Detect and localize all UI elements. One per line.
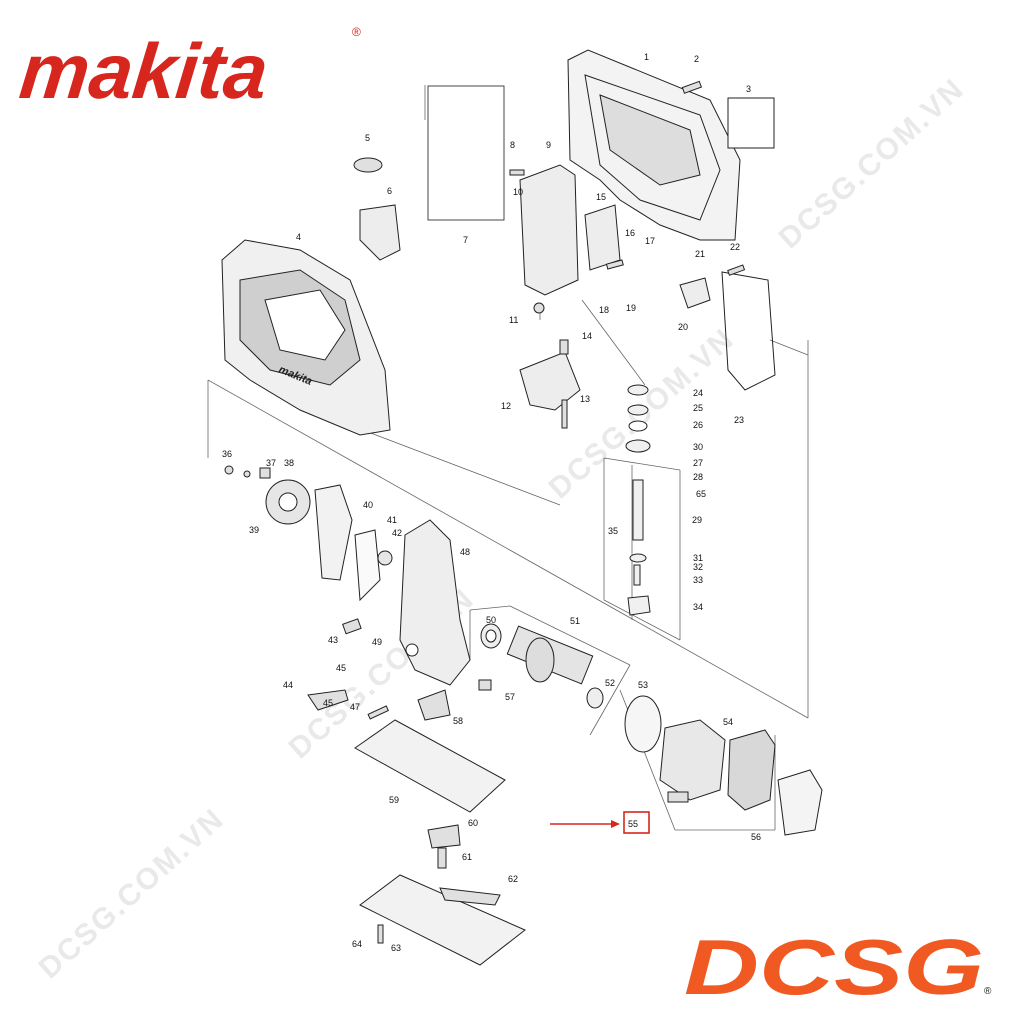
part-label-27: 27	[693, 458, 703, 468]
part-label-43: 43	[328, 635, 338, 645]
part-label-20: 20	[678, 322, 688, 332]
makita-logo: makita ®	[16, 25, 361, 115]
part-label-21: 21	[695, 249, 705, 259]
watermark-3: DCSG.COM.VN	[773, 72, 971, 255]
small-fasteners	[224, 80, 746, 944]
part-label-40: 40	[363, 500, 373, 510]
part-label-62: 62	[508, 874, 518, 884]
part-label-64: 64	[352, 939, 362, 949]
dcsg-logo-text: DCSG	[684, 923, 984, 1011]
part-label-25: 25	[693, 403, 703, 413]
gear-and-cam	[265, 479, 393, 602]
part-label-48: 48	[460, 547, 470, 557]
plunger-assembly	[625, 384, 651, 616]
part-label-13: 13	[580, 394, 590, 404]
part-label-45: 45	[323, 698, 333, 708]
part-label-1: 1	[644, 52, 649, 62]
part-label-52: 52	[605, 678, 615, 688]
part-label-26: 26	[693, 420, 703, 430]
part-label-29: 29	[692, 515, 702, 525]
watermark-layer: DCSG.COM.VN DCSG.COM.VN DCSG.COM.VN DCSG…	[33, 72, 971, 985]
part-label-42: 42	[392, 528, 402, 538]
part-label-38: 38	[284, 458, 294, 468]
part-label-60: 60	[468, 818, 478, 828]
part-label-41: 41	[387, 515, 397, 525]
dcsg-registered-mark: ®	[984, 986, 992, 997]
part-label-28: 28	[693, 472, 703, 482]
part-label-31: 31	[693, 553, 703, 563]
motor-stator	[624, 695, 823, 836]
housing-right	[567, 49, 741, 241]
part-label-3: 3	[746, 84, 751, 94]
part-label-54: 54	[723, 717, 733, 727]
part-label-18: 18	[599, 305, 609, 315]
part-label-61: 61	[462, 852, 472, 862]
part-label-39: 39	[249, 525, 259, 535]
leader-lines	[207, 85, 809, 831]
part-label-15: 15	[596, 192, 606, 202]
part-label-35: 35	[608, 526, 618, 536]
part-label-58: 58	[453, 716, 463, 726]
part-label-19: 19	[626, 303, 636, 313]
part-label-8: 8	[510, 140, 515, 150]
part-label-12: 12	[501, 401, 511, 411]
part-label-37: 37	[266, 458, 276, 468]
part-label-36: 36	[222, 449, 232, 459]
part-label-17: 17	[645, 236, 655, 246]
part-label-30: 30	[693, 442, 703, 452]
highlight-box	[623, 811, 650, 834]
part-label-47: 47	[350, 702, 360, 712]
part-label-5: 5	[365, 133, 370, 143]
part-label-7: 7	[463, 235, 468, 245]
part-label-6: 6	[387, 186, 392, 196]
part-label-22: 22	[730, 242, 740, 252]
part-label-53: 53	[638, 680, 648, 690]
part-label-50: 50	[486, 615, 496, 625]
part-label-63: 63	[391, 943, 401, 953]
part-label-44: 44	[283, 680, 293, 690]
housing-left	[221, 239, 391, 436]
part-label-65: 65	[696, 489, 706, 499]
part-label-49: 49	[372, 637, 382, 647]
part-label-4: 4	[296, 232, 301, 242]
label-plate	[727, 97, 775, 149]
part-label-51: 51	[570, 616, 580, 626]
gear-housing	[399, 519, 471, 686]
part-label-55: 55	[628, 819, 638, 829]
part-label-33: 33	[693, 575, 703, 585]
part-label-34: 34	[693, 602, 703, 612]
part-label-59: 59	[389, 795, 399, 805]
part-label-24: 24	[693, 388, 703, 398]
part-label-32: 32	[693, 562, 703, 572]
part-label-16: 16	[625, 228, 635, 238]
part-label-23: 23	[734, 415, 744, 425]
part-label-45: 45	[336, 663, 346, 673]
kit-box-7	[427, 85, 505, 221]
watermark-4: DCSG.COM.VN	[33, 802, 231, 985]
part-label-10: 10	[513, 187, 523, 197]
arrow-head-icon	[611, 820, 620, 828]
switch-and-bracket	[359, 164, 776, 411]
part-label-2: 2	[694, 54, 699, 64]
part-label-56: 56	[751, 832, 761, 842]
part-label-14: 14	[582, 331, 592, 341]
highlight-55	[550, 811, 650, 834]
dcsg-logo: DCSG ®	[684, 923, 992, 1011]
part-label-11: 11	[509, 315, 518, 325]
base-plate	[354, 719, 526, 966]
makita-registered-mark: ®	[352, 25, 361, 39]
makita-logo-text: makita	[16, 27, 272, 115]
motor-armature	[480, 623, 604, 709]
part-label-9: 9	[546, 140, 551, 150]
part-label-57: 57	[505, 692, 515, 702]
